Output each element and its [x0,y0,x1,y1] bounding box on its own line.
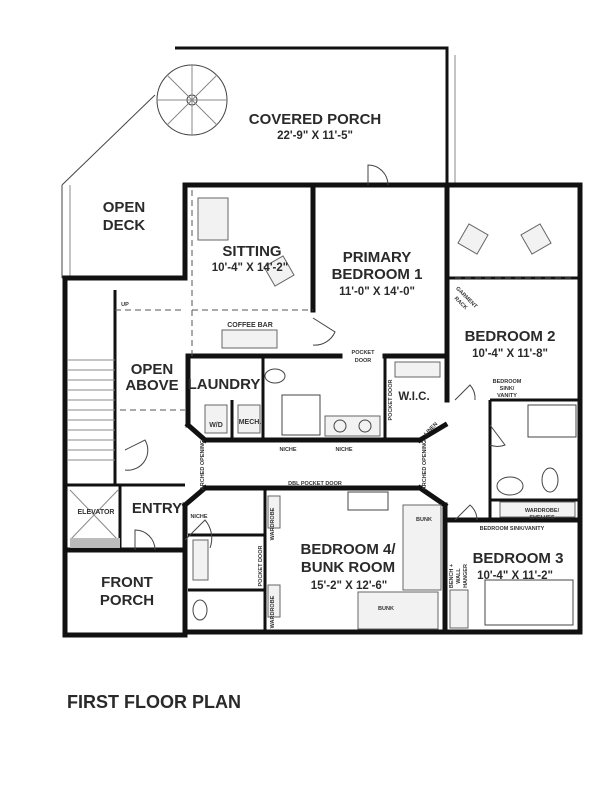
b4-pocket-door-label: POCKET DOOR [258,546,264,587]
bedroom2-dims: 10'-4" X 11'-8" [472,348,548,360]
fixtures [192,197,577,630]
primary-bedroom-label-1: PRIMARY [343,249,412,266]
mech-label: MECH. [239,419,262,426]
bench-label-2: WALL [456,568,462,584]
arched-opening-left: ARCHED OPENING [200,440,206,490]
elevator-shaft [69,489,120,548]
primary-bedroom-dims: 11'-0" X 14'-0" [339,286,415,298]
niche-label-1: NICHE [279,447,296,453]
open-above-label-1: OPEN [131,361,174,378]
coffee-bar-label: COFFEE BAR [227,322,273,329]
niche-label-3: NICHE [190,514,207,520]
bunk-label-2: BUNK [378,606,394,612]
wic-label: W.I.C. [398,391,429,403]
sitting-label: SITTING [222,243,281,260]
stairs [68,359,115,461]
dashed-lines [115,190,575,411]
open-deck-label-2: DECK [103,217,146,234]
bench-label-3: HANGER [463,564,469,588]
interior-walls [62,182,583,635]
b2-vanity-label-2: SINK/ [500,386,515,392]
open-above-label-2: ABOVE [125,377,178,394]
bunk-label-1: BUNK [416,517,432,523]
open-deck-label-1: OPEN [103,199,146,216]
wardrobe-label-2: WARDROBE [270,595,276,628]
bedroom4-label-1: BEDROOM 4/ [300,541,396,558]
covered-porch-dims: 22'-9" X 11'-5" [277,130,353,142]
bedroom4-dims: 15'-2" X 12'-6" [311,580,387,592]
laundry-label: LAUNDRY [188,376,261,393]
bedroom3-label: BEDROOM 3 [473,550,564,567]
stair-up-label: UP [121,302,129,308]
entry-label: ENTRY [132,500,182,517]
sitting-dims: 10'-4" X 14'-2" [212,262,288,274]
bedroom4-label-2: BUNK ROOM [301,559,395,576]
front-porch-label-2: PORCH [100,592,154,609]
b2-vanity-label-1: BEDROOM [493,379,522,385]
b2-vanity-label-3: VANITY [497,393,517,399]
front-porch-label-1: FRONT [101,574,153,591]
porch-outline [61,46,456,279]
wd-label: W/D [209,422,223,429]
wardrobe-label-1: WARDROBE [270,507,276,540]
b3-vanity-label: BEDROOM SINK/VANITY [480,526,545,532]
bench-label-1: BENCH + [449,564,455,588]
bedroom3-dims: 10'-4" X 11'-2" [477,570,553,582]
pocket-door-label-2: DOOR [355,358,372,364]
niche-label-2: NICHE [335,447,352,453]
wic-pocket-door-label: POCKET DOOR [388,380,394,421]
wardrobe-shelves-label-1: WARDROBE/ [525,508,560,514]
bedroom2-label: BEDROOM 2 [465,328,556,345]
plan-title: FIRST FLOOR PLAN [67,692,241,712]
spiral-stair-icon [156,64,228,136]
elevator-label: ELEVATOR [78,509,115,516]
dbl-pocket-door-label: DBL POCKET DOOR [288,481,342,487]
exterior-walls [62,182,583,638]
pocket-door-label-1: POCKET [352,350,376,356]
primary-bedroom-label-2: BEDROOM 1 [332,266,423,283]
doors [124,164,506,551]
garment-rack-label: GARMENT RACK [453,286,479,311]
covered-porch-label: COVERED PORCH [249,111,382,128]
wardrobe-shelves-label-2: SHELVES [529,515,555,521]
arched-opening-right: ARCHED OPENING [422,440,428,490]
